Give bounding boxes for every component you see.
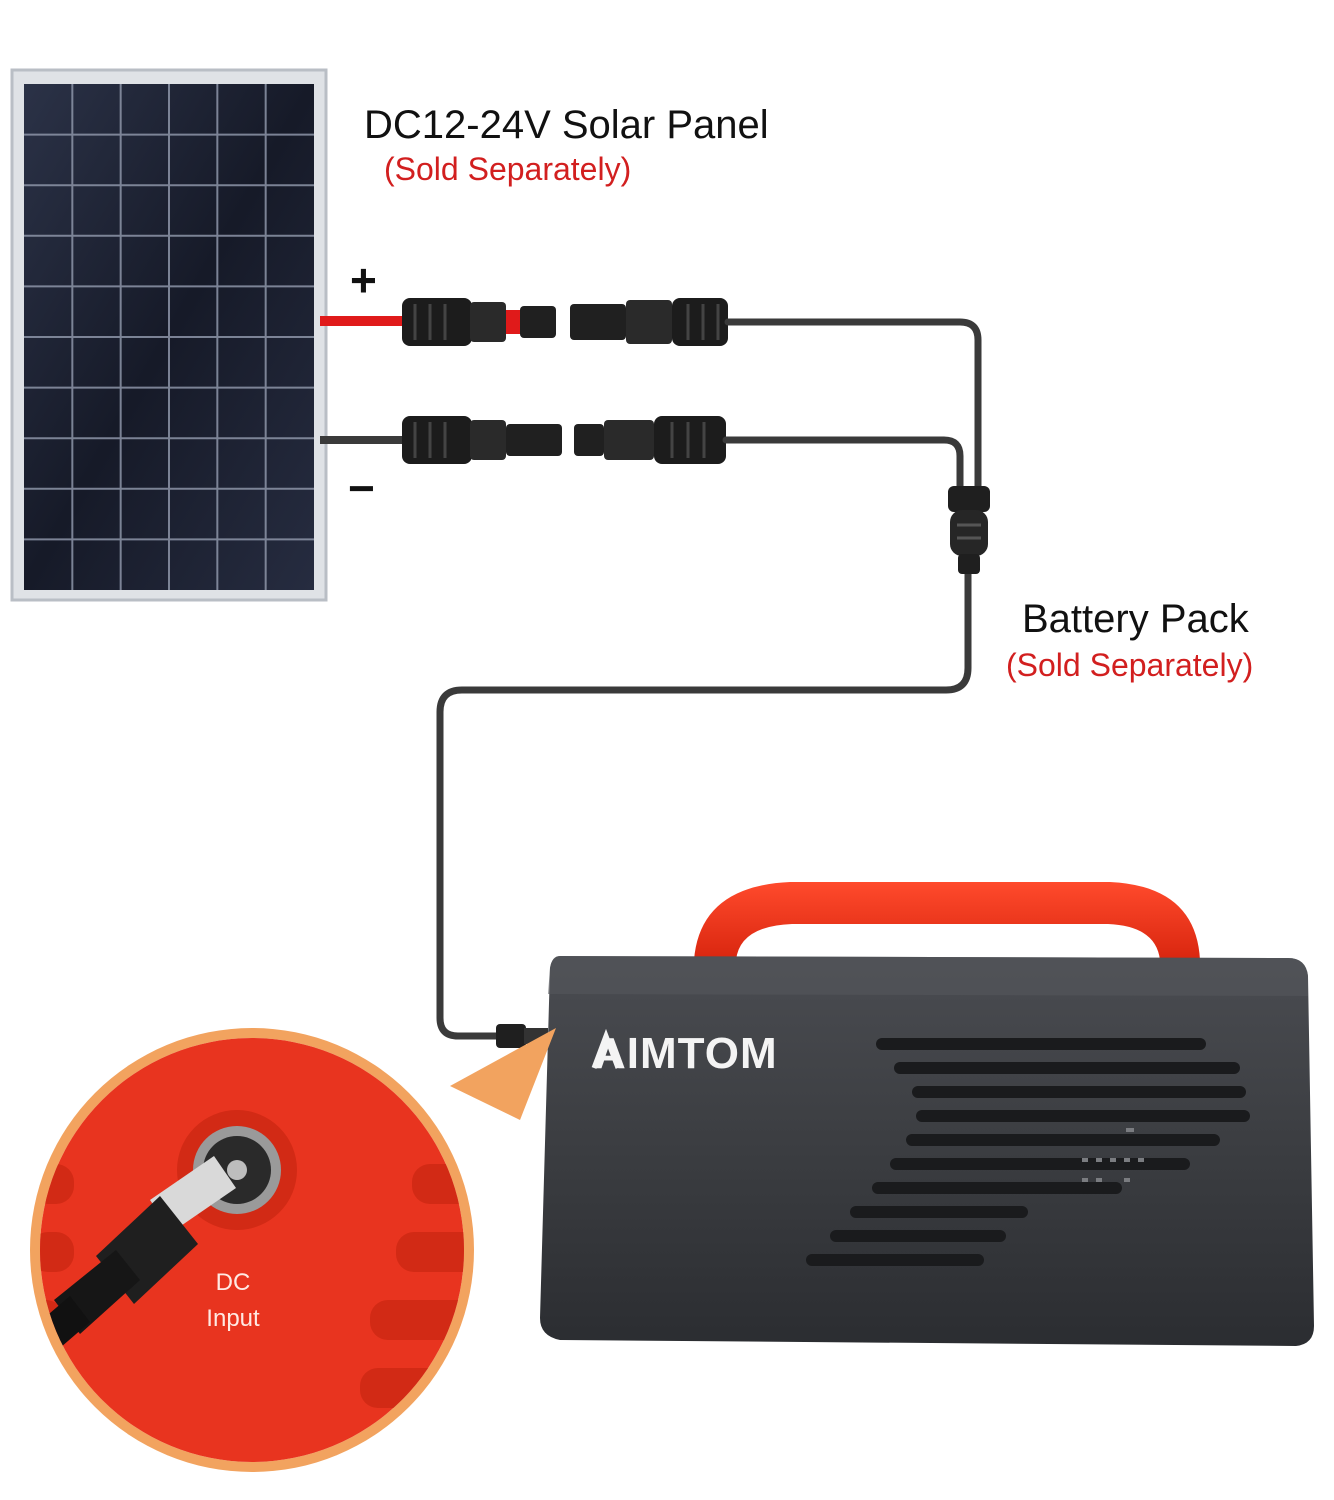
connection-cables [436,318,982,1040]
battery-pack-sold-separately-note: (Sold Separately) [1006,647,1253,683]
panel-wires [320,316,404,444]
brand-logo-icon [591,1028,621,1069]
handle [694,882,1200,960]
mc4-connector-icon [570,298,728,346]
positive-polarity-label: + [350,254,377,306]
vent-slot [916,1110,1250,1122]
negative-wire [320,436,404,444]
solar-panel-icon [10,68,328,602]
callout-magnifier [30,1028,556,1472]
vent-slot [890,1158,1190,1170]
vent-slot [830,1230,1006,1242]
dc-plug-closeup-icon [40,1156,236,1360]
brand-name: AIMTOM [594,1029,778,1078]
negative-polarity-label: − [348,462,375,514]
solar-panel-title: DC12-24V Solar Panel [364,103,769,147]
vent-slot [894,1062,1240,1074]
solar-panel-cell-grid [24,84,314,590]
mc4-connector-icon [402,416,562,464]
port-label-line2: Input [206,1305,260,1332]
vent-grille [806,1038,1250,1266]
power-station-icon [540,882,1314,1346]
vent-slot [872,1182,1122,1194]
mc4-connector-icon [402,298,556,346]
vent-slot [912,1086,1246,1098]
vent-slot [850,1206,1028,1218]
mc4-connector-icon [574,416,726,464]
positive-wire [320,316,404,326]
vent-slot [806,1254,984,1266]
y-branch-connector-icon [948,486,990,574]
vent-slot [876,1038,1206,1050]
vent-slot [906,1134,1220,1146]
solar-panel-sold-separately-note: (Sold Separately) [384,151,631,187]
port-label-line1: DC [216,1269,251,1296]
dc-plug-icon [496,1024,548,1048]
battery-pack-title: Battery Pack [1022,597,1250,641]
status-dots [1082,1128,1144,1182]
